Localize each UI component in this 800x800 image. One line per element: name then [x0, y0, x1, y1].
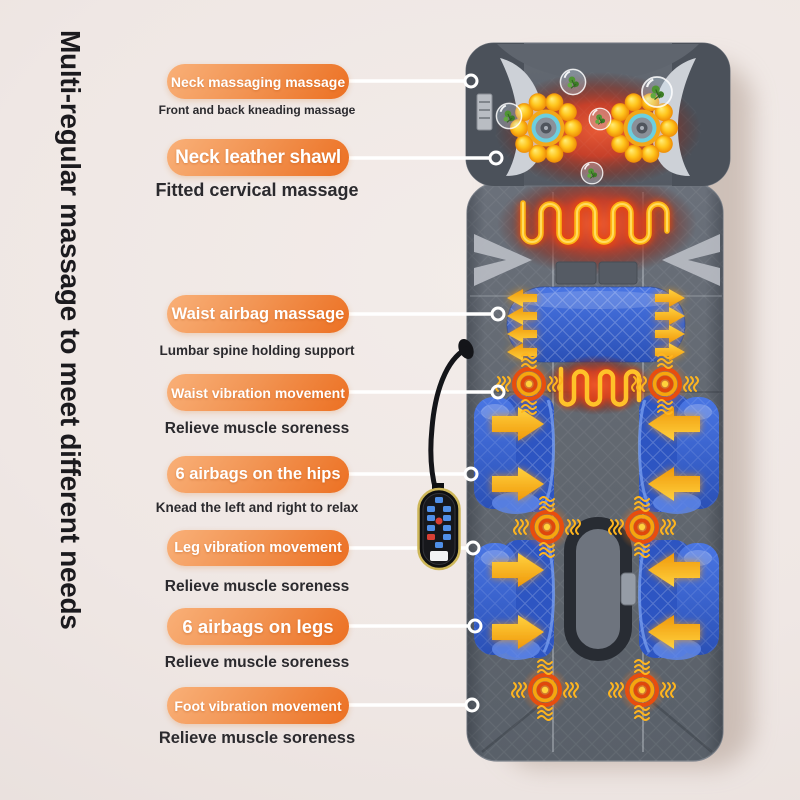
callout-connectors	[346, 73, 506, 713]
hip-airbag-left	[472, 392, 556, 516]
feature-subtitle-leg-airbags: Relieve muscle soreness	[164, 654, 350, 671]
feature-subtitle-neck-shawl: Fitted cervical massage	[155, 180, 359, 200]
feature-subtitle-neck-massaging: Front and back kneading massage	[158, 103, 356, 117]
waist-airbag	[506, 286, 686, 363]
shoulder-chevrons	[474, 234, 720, 286]
feature-pill-leg-airbags: 6 airbags on legs	[167, 608, 349, 645]
center-handle	[564, 517, 637, 661]
feature-pill-hip-airbags: 6 airbags on the hips	[167, 456, 349, 493]
page-title: Multi-regular massage to meet different …	[55, 30, 87, 630]
hip-airbag-right	[637, 392, 721, 516]
lumbar-heating-coil	[542, 355, 652, 415]
remote-buttons	[427, 497, 451, 561]
feature-subtitle-hip-airbags: Knead the left and right to relax	[155, 500, 359, 515]
neck-pillow	[465, 42, 731, 188]
feature-pill-foot-vibration: Foot vibration movement	[167, 687, 349, 724]
leg-airbag-left	[472, 538, 556, 662]
feature-subtitle-leg-vibration: Relieve muscle soreness	[164, 578, 350, 595]
feature-pill-waist-airbag: Waist airbag massage	[167, 295, 349, 333]
feature-subtitle-waist-vibration: Relieve muscle soreness	[164, 420, 350, 437]
feature-subtitle-foot-vibration: Relieve muscle soreness	[158, 729, 356, 747]
feature-pill-neck-massaging: Neck massaging massage	[167, 64, 349, 99]
feature-pill-leg-vibration: Leg vibration movement	[167, 530, 349, 566]
feature-pill-waist-vibration: Waist vibration movement	[167, 374, 349, 411]
feature-subtitle-waist-airbag: Lumbar spine holding support	[159, 343, 355, 358]
feature-pill-neck-shawl: Neck leather shawl	[167, 139, 349, 176]
remote-cable	[428, 338, 474, 494]
leg-airbag-right	[637, 538, 721, 662]
remote-control	[417, 483, 461, 571]
back-heating-coil	[497, 172, 697, 276]
